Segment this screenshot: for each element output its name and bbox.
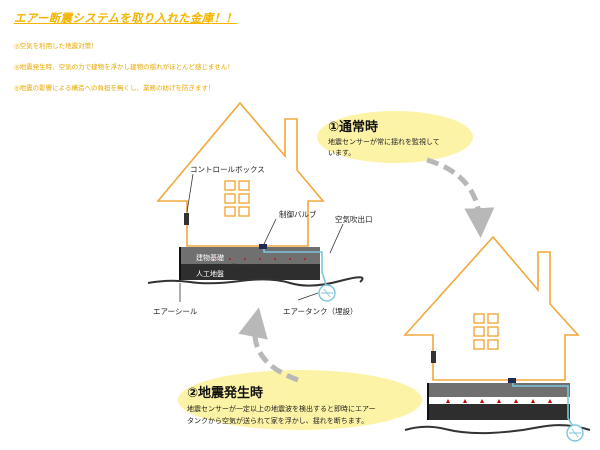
step-normal-title: ①通常時 — [328, 119, 378, 135]
leader-lines — [179, 173, 344, 302]
label-air-outlet: 空気吹出口 — [335, 214, 373, 224]
label-control-box: コントロールボックス — [190, 165, 265, 174]
air-lift-arrows — [446, 399, 552, 403]
page-title: エアー断震システムを取り入れた金庫！！ — [14, 11, 238, 25]
house-quake-window — [473, 313, 499, 350]
step-normal-line2: います。 — [328, 149, 355, 157]
label-artificial-ground: 人工地盤 — [196, 269, 224, 278]
artificial-ground — [180, 264, 320, 280]
step-quake-title: ②地震発生時 — [187, 385, 263, 401]
label-building-foundation: 建物基礎 — [196, 253, 224, 262]
label-air-tank: エアータンク（埋設） — [283, 306, 358, 316]
house-normal — [147, 101, 364, 302]
building-foundation-2 — [428, 383, 570, 397]
step-quake-line1: 地震センサーが一定以上の地震波を検出すると即時にエアー — [187, 404, 376, 413]
step-quake-line2: タンクから空気が送られて家を浮かし、揺れを断ちます。 — [187, 416, 368, 425]
artificial-ground-2 — [428, 404, 570, 420]
control-valve-2 — [508, 378, 516, 383]
bullet-1: ◎空気を利用した地震対策！ — [14, 42, 98, 50]
bullet-2: ◎地震発生時、空気の力で建物を浮かし建物の揺れがほとんど感じません！ — [14, 63, 234, 71]
control-valve — [259, 244, 267, 249]
ground-line — [147, 276, 364, 287]
quake-highlight — [178, 370, 422, 430]
air-pipe-2 — [512, 380, 575, 429]
label-air-seal: エアーシール — [153, 307, 198, 316]
control-box-2 — [431, 351, 436, 363]
control-box — [184, 213, 189, 225]
label-control-valve: 制御バルブ — [279, 209, 317, 219]
house-normal-outline — [156, 101, 325, 247]
house-quake — [403, 235, 591, 442]
ground-line-2 — [404, 424, 591, 435]
header: エアー断震システムを取り入れた金庫！！ ◎空気を利用した地震対策！ ◎地震発生時… — [14, 6, 494, 103]
house-normal-window — [224, 180, 250, 217]
bullet-3: ◎地震の影響による構造への負担を無くし、業務の妨げを防ぎます！ — [14, 84, 215, 92]
step-normal-line1: 地震センサーが常に揺れを監視して — [328, 137, 440, 146]
air-pipe — [263, 246, 328, 289]
arrow-to-normal — [238, 307, 299, 383]
normal-highlight — [317, 111, 473, 163]
house-quake-outline — [403, 235, 580, 381]
arrow-to-quake — [426, 157, 495, 238]
